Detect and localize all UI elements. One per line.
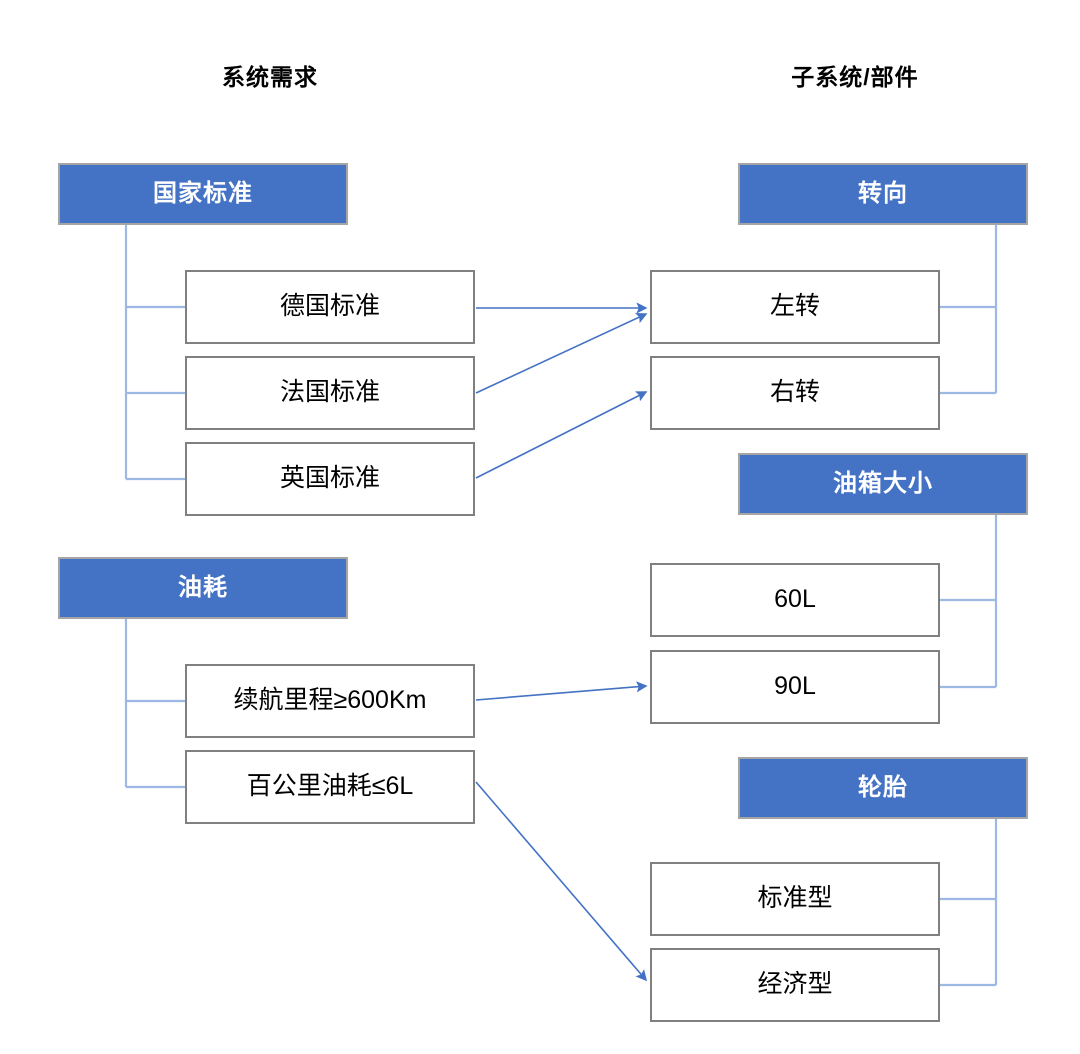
node-label: 德国标准 xyxy=(279,292,380,321)
node-label: 法国标准 xyxy=(279,378,380,407)
node-label: 油箱大小 xyxy=(833,469,933,497)
arrow-france-to-turn-left xyxy=(475,312,648,394)
leaf-node-germany-standard[interactable]: 德国标准 xyxy=(185,270,475,344)
leaf-node-range-600km[interactable]: 续航里程≥600Km xyxy=(185,664,475,738)
leaf-node-tank-60l[interactable]: 60L xyxy=(650,563,940,637)
node-label: 英国标准 xyxy=(279,464,380,493)
column-header-subsystem-components: 子系统/部件 xyxy=(791,64,919,90)
node-label: 油耗 xyxy=(178,573,228,601)
group-node-national-standard[interactable]: 国家标准 xyxy=(58,163,348,225)
node-label: 百公里油耗≤6L xyxy=(246,772,414,801)
group-node-tire[interactable]: 轮胎 xyxy=(738,757,1028,819)
node-label: 90L xyxy=(774,672,816,701)
node-label: 经济型 xyxy=(757,970,833,999)
node-label: 右转 xyxy=(769,378,820,407)
mapping-arrows xyxy=(475,302,648,982)
leaf-node-tire-standard[interactable]: 标准型 xyxy=(650,862,940,936)
node-label: 标准型 xyxy=(757,884,833,913)
leaf-node-france-standard[interactable]: 法国标准 xyxy=(185,356,475,430)
group-node-fuel-tank-size[interactable]: 油箱大小 xyxy=(738,453,1028,515)
node-label: 60L xyxy=(774,585,816,614)
node-label: 轮胎 xyxy=(858,773,908,801)
node-label: 左转 xyxy=(769,292,820,321)
node-label: 国家标准 xyxy=(153,179,253,207)
arrow-range-to-90l xyxy=(475,681,648,701)
leaf-node-tank-90l[interactable]: 90L xyxy=(650,650,940,724)
arrow-uk-to-turn-right xyxy=(475,391,648,479)
leaf-node-turn-right[interactable]: 右转 xyxy=(650,356,940,430)
leaf-node-fuel-6l[interactable]: 百公里油耗≤6L xyxy=(185,750,475,824)
leaf-node-turn-left[interactable]: 左转 xyxy=(650,270,940,344)
group-node-fuel-consumption[interactable]: 油耗 xyxy=(58,557,348,619)
node-label: 转向 xyxy=(858,179,908,207)
leaf-node-uk-standard[interactable]: 英国标准 xyxy=(185,442,475,516)
leaf-node-tire-economy[interactable]: 经济型 xyxy=(650,948,940,1022)
group-node-steering[interactable]: 转向 xyxy=(738,163,1028,225)
node-label: 续航里程≥600Km xyxy=(233,686,427,715)
column-header-system-requirements: 系统需求 xyxy=(222,64,318,90)
arrow-fuel-to-economy xyxy=(475,781,648,982)
